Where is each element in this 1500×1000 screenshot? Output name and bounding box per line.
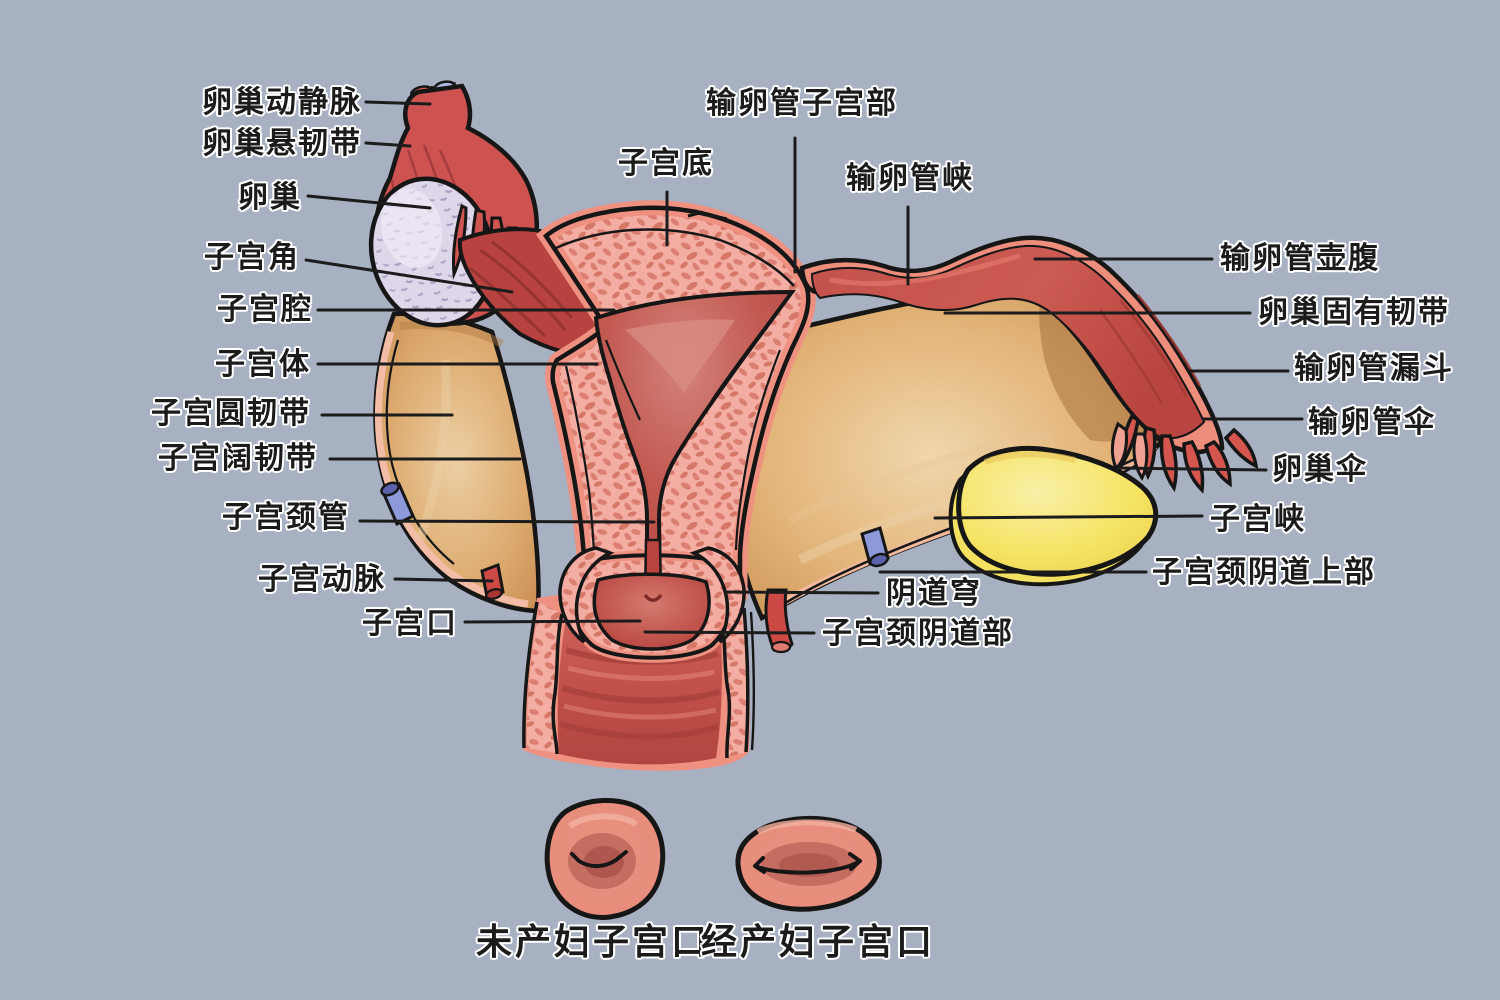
label-tube-ampulla: 输卵管壶腹 (1220, 242, 1380, 275)
leader-ovarian-vessels (364, 100, 432, 106)
leader-ovarian-fimbria (1118, 466, 1268, 472)
label-ovarian-proper-ligament: 卵巢固有韧带 (1258, 296, 1450, 329)
label-uterine-orifice: 子宫口 (362, 607, 458, 640)
label-cervix-supravaginal: 子宫颈阴道上部 (1152, 556, 1376, 589)
label-uterine-isthmus: 子宫峡 (1210, 503, 1306, 536)
fornix-fold-left (558, 546, 615, 644)
label-uterine-artery: 子宫动脉 (258, 563, 386, 596)
label-tube-isthmus: 输卵管峡 (846, 162, 974, 195)
label-uterine-cavity: 子宫腔 (217, 293, 313, 326)
leader-uterine-isthmus (933, 514, 1204, 520)
label-vaginal-fornix: 阴道穹 (886, 577, 982, 610)
label-ovarian-vessels: 卵巢动静脉 (202, 86, 362, 119)
leader-uterine-horn (304, 258, 514, 294)
label-uterine-body: 子宫体 (215, 348, 311, 381)
label-tube-uterine-part: 输卵管子宫部 (706, 87, 898, 120)
cut-vessels (380, 481, 890, 654)
label-tube-infundibulum: 输卵管漏斗 (1294, 352, 1454, 385)
label-uterine-horn: 子宫角 (204, 241, 300, 274)
leader-lines (304, 100, 1304, 635)
leader-uterine-orifice (463, 619, 642, 624)
fornix-fold-right (689, 546, 746, 644)
leader-ovary (306, 194, 432, 210)
label-cervical-canal: 子宫颈管 (222, 501, 350, 534)
cervix (558, 538, 746, 663)
caption-parous-os: 经产妇子宫口 (700, 921, 936, 962)
leader-ovarian-suspensory-ligament (364, 141, 412, 148)
leader-cervix-vaginal-part (643, 630, 816, 635)
caption-nulliparous-os: 未产妇子宫口 (475, 921, 711, 962)
label-broad-ligament: 子宫阔韧带 (158, 442, 318, 475)
label-ovary: 卵巢 (238, 181, 302, 214)
label-cervix-vaginal-part: 子宫颈阴道部 (822, 617, 1014, 650)
label-tube-fimbriae: 输卵管伞 (1308, 406, 1436, 439)
label-ovarian-suspensory-ligament: 卵巢悬韧带 (202, 127, 362, 160)
leader-uterine-artery (393, 577, 494, 583)
corpus-luteum (948, 445, 1159, 587)
label-round-ligament: 子宫圆韧带 (151, 397, 311, 430)
label-ovarian-fimbria: 卵巢伞 (1272, 453, 1368, 486)
fallopian-tube (799, 235, 1259, 494)
leader-vaginal-fornix (724, 590, 880, 595)
leader-cervical-canal (358, 519, 656, 524)
os-parous (735, 816, 882, 912)
label-uterine-fundus: 子宫底 (618, 147, 714, 180)
os-nulliparous (544, 798, 666, 920)
